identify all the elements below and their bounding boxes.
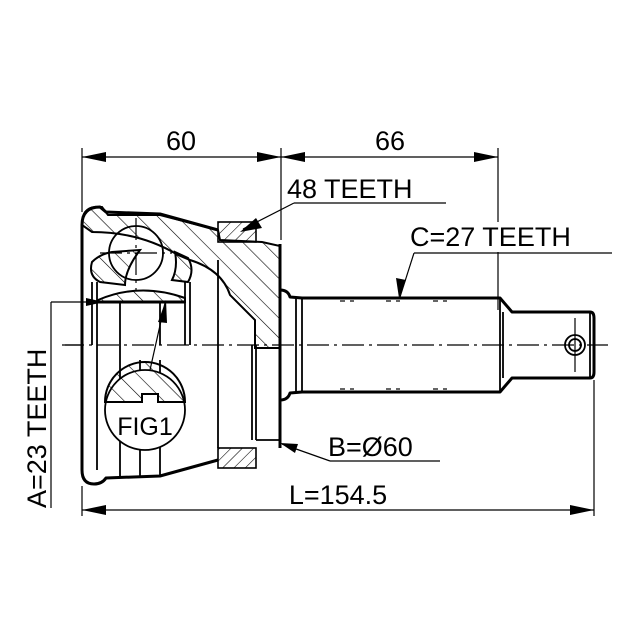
detail-figure-1: FIG1 [103,300,187,451]
fig1-label: FIG1 [117,413,173,441]
callout-shaft-spline: C=27 TEETH [396,222,612,298]
callout-inner-spline: A=23 TEETH [22,298,104,508]
dimension-label-66: 66 [375,126,405,156]
dimension-label-60: 60 [166,126,196,156]
dimension-overall-length: L=154.5 [81,380,595,516]
dimension-housing-length: 60 [81,126,282,240]
shaft-spline-label: C=27 TEETH [410,222,571,252]
inner-spline-label: A=23 TEETH [22,349,52,508]
callout-seal-diameter: B=Ø60 [280,432,440,462]
outer-housing [80,205,282,486]
overall-length-label: L=154.5 [289,480,387,510]
seal-diameter-label: B=Ø60 [328,432,413,462]
abs-ring-teeth-label: 48 TEETH [287,174,413,204]
dimension-shaft-length: 66 [281,126,499,310]
